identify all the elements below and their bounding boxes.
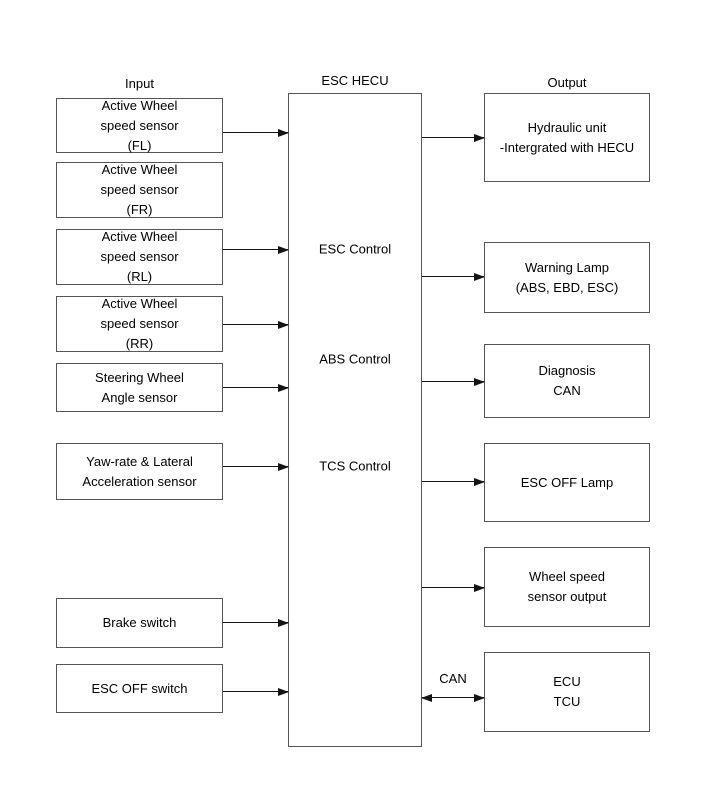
- box-text-line: Wheel speed: [529, 569, 605, 584]
- box-text-line: TCU: [553, 694, 581, 709]
- input-box-wheel-speed-rr: Active Wheel speed sensor (RR): [56, 296, 223, 352]
- box-text-line: ESC OFF switch: [91, 680, 188, 696]
- input-box-wheel-speed-rl: Active Wheel speed sensor (RL): [56, 229, 223, 285]
- hecu-function-abs-control: ABS Control: [319, 351, 391, 367]
- box-text-line: Angle sensor: [101, 389, 178, 405]
- output-column-label: Output: [547, 75, 587, 90]
- arrow-hecu-ecu-tcu-bidirectional: [421, 693, 485, 702]
- box-text-line: CAN: [553, 383, 581, 398]
- output-box-diagnosis-can: Diagnosis CAN: [484, 344, 650, 418]
- arrow-steering-to-hecu: [223, 383, 289, 392]
- arrow-rl-to-hecu: [223, 245, 289, 254]
- box-text-line: (FR): [126, 202, 153, 217]
- hecu-box: ESC Control ABS Control TCS Control: [288, 93, 422, 747]
- box-text-line: sensor output: [527, 589, 607, 604]
- box-text-line: Brake switch: [102, 615, 177, 630]
- input-box-steering-angle-sensor: Steering Wheel Angle sensor: [56, 363, 223, 412]
- box-text-line: Diagnosis: [538, 363, 596, 378]
- arrow-hecu-to-wheel-speed-output: [422, 583, 485, 592]
- arrow-hecu-to-diagnosis: [422, 377, 485, 386]
- box-text-line: Active Wheel: [101, 97, 178, 113]
- input-box-yaw-rate-lateral-sensor: Yaw-rate & Lateral Acceleration sensor: [56, 443, 223, 500]
- input-box-wheel-speed-fr: Active Wheel speed sensor (FR): [56, 162, 223, 218]
- box-text-line: Steering Wheel: [95, 369, 184, 385]
- hecu-title-label: ESC HECU: [321, 73, 389, 88]
- arrow-hecu-to-warning-lamp: [422, 272, 485, 281]
- output-box-esc-off-lamp: ESC OFF Lamp: [484, 443, 650, 522]
- arrow-rr-to-hecu: [223, 320, 289, 329]
- box-text-line: (RL): [126, 269, 153, 284]
- can-bus-label: CAN: [439, 671, 467, 686]
- box-text-line: Active Wheel: [101, 229, 178, 244]
- box-text-line: Yaw-rate & Lateral: [86, 453, 193, 469]
- box-text-line: (ABS, EBD, ESC): [515, 279, 619, 295]
- box-text-line: Warning Lamp: [524, 259, 610, 275]
- box-text-line: ECU: [553, 674, 581, 689]
- input-column-label: Input: [125, 76, 154, 91]
- box-text-line: Active Wheel: [101, 296, 178, 311]
- output-box-ecu-tcu: ECU TCU: [484, 652, 650, 732]
- arrow-esc-off-switch-to-hecu: [223, 687, 289, 696]
- arrow-brake-to-hecu: [223, 618, 289, 627]
- box-text-line: speed sensor: [100, 316, 179, 331]
- arrow-fl-to-hecu: [223, 128, 289, 137]
- box-text-line: speed sensor: [100, 117, 179, 133]
- arrow-hecu-to-esc-off-lamp: [422, 477, 485, 486]
- output-box-wheel-speed-sensor-output: Wheel speed sensor output: [484, 547, 650, 627]
- box-text-line: -Intergrated with HECU: [499, 139, 635, 155]
- box-text-line: speed sensor: [100, 249, 179, 264]
- arrow-yaw-to-hecu: [223, 462, 289, 471]
- hecu-function-esc-control: ESC Control: [318, 241, 392, 257]
- box-text-line: (RR): [125, 336, 154, 351]
- output-box-hydraulic-unit: Hydraulic unit -Intergrated with HECU: [484, 93, 650, 182]
- hecu-function-tcs-control: TCS Control: [319, 458, 391, 474]
- box-text-line: (FL): [127, 137, 152, 153]
- box-text-line: speed sensor: [100, 182, 179, 197]
- box-text-line: ESC OFF Lamp: [520, 474, 614, 490]
- output-box-warning-lamp: Warning Lamp (ABS, EBD, ESC): [484, 242, 650, 313]
- input-box-esc-off-switch: ESC OFF switch: [56, 664, 223, 713]
- input-box-brake-switch: Brake switch: [56, 598, 223, 648]
- input-box-wheel-speed-fl: Active Wheel speed sensor (FL): [56, 98, 223, 153]
- box-text-line: Acceleration sensor: [82, 473, 197, 489]
- box-text-line: Hydraulic unit: [527, 119, 607, 135]
- box-text-line: Active Wheel: [101, 162, 178, 177]
- arrow-hecu-to-hydraulic: [422, 133, 485, 142]
